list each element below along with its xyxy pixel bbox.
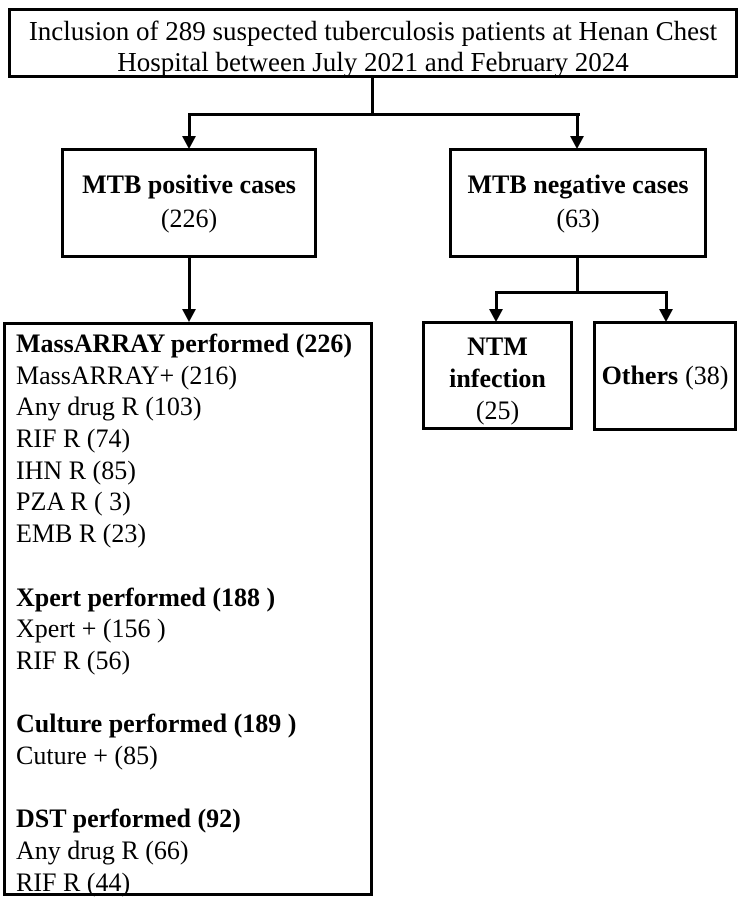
ntm-infection-box: NTM infection (25) xyxy=(422,321,573,430)
title-line-2: Hospital between July 2021 and February … xyxy=(117,47,629,77)
connector-positive-to-detail xyxy=(188,258,191,311)
detail-line-emb-r: EMB R (23) xyxy=(16,519,146,549)
mtb-negative-label: MTB negative cases xyxy=(467,170,689,199)
ntm-label-line-1: NTM xyxy=(467,332,528,361)
arrowhead-to-others-icon xyxy=(659,309,673,322)
detail-line-culture-positive: Cuture + (85) xyxy=(16,740,158,770)
arrowhead-to-positive-icon xyxy=(182,136,196,149)
detail-line-xpert-rif-r: RIF R (56) xyxy=(16,645,131,675)
connector-drop-ntm xyxy=(495,291,498,311)
detail-results-box: MassARRAY performed (226) MassARRAY+ (21… xyxy=(3,322,373,897)
detail-line-ihn-r: IHN R (85) xyxy=(16,455,136,485)
mtb-positive-label: MTB positive cases xyxy=(82,170,296,199)
others-box: Others (38) xyxy=(593,321,737,431)
connector-drop-positive xyxy=(188,113,191,138)
arrowhead-to-detail-icon xyxy=(182,309,196,322)
mtb-positive-count: (226) xyxy=(160,204,218,233)
arrowhead-to-ntm-icon xyxy=(489,309,503,322)
mtb-negative-count: (63) xyxy=(556,204,600,233)
detail-line-xpert-positive: Xpert + (156 ) xyxy=(16,614,166,644)
detail-line-massarray-positive: MassARRAY+ (216) xyxy=(16,360,237,390)
mtb-negative-box: MTB negative cases (63) xyxy=(449,148,707,258)
connector-negative-stem xyxy=(576,258,579,294)
detail-line-spacer-1 xyxy=(16,550,370,582)
arrowhead-to-negative-icon xyxy=(570,136,584,149)
connector-drop-others xyxy=(665,291,668,311)
title-line-1: Inclusion of 289 suspected tuberculosis … xyxy=(28,16,718,46)
title-box: Inclusion of 289 suspected tuberculosis … xyxy=(8,8,738,78)
detail-line-dst-anydrug-r: Any drug R (66) xyxy=(16,836,189,865)
connector-drop-negative xyxy=(576,113,579,138)
ntm-count: (25) xyxy=(475,396,520,425)
detail-line-dst-rif-r: RIF R (44) xyxy=(16,867,131,897)
connector-title-stem xyxy=(371,78,374,116)
mtb-positive-box: MTB positive cases (226) xyxy=(61,148,317,258)
detail-line-pza-r: PZA R ( 3) xyxy=(16,487,131,517)
others-count: (38) xyxy=(685,361,729,390)
detail-line-massarray-performed: MassARRAY performed (226) xyxy=(16,329,353,358)
ntm-label-line-2: infection xyxy=(449,364,546,393)
detail-line-rif-r: RIF R (74) xyxy=(16,424,131,454)
connector-title-branch xyxy=(188,113,580,116)
connector-negative-branch xyxy=(495,291,668,294)
others-label: Others xyxy=(601,361,679,390)
detail-line-anydrug-r: Any drug R (103) xyxy=(16,392,202,422)
detail-line-spacer-2 xyxy=(16,677,370,709)
detail-line-spacer-3 xyxy=(16,772,370,804)
detail-line-culture-performed: Culture performed (189 ) xyxy=(16,709,297,739)
detail-line-dst-performed: DST performed (92) xyxy=(16,804,241,834)
detail-line-xpert-performed: Xpert performed (188 ) xyxy=(16,582,276,612)
